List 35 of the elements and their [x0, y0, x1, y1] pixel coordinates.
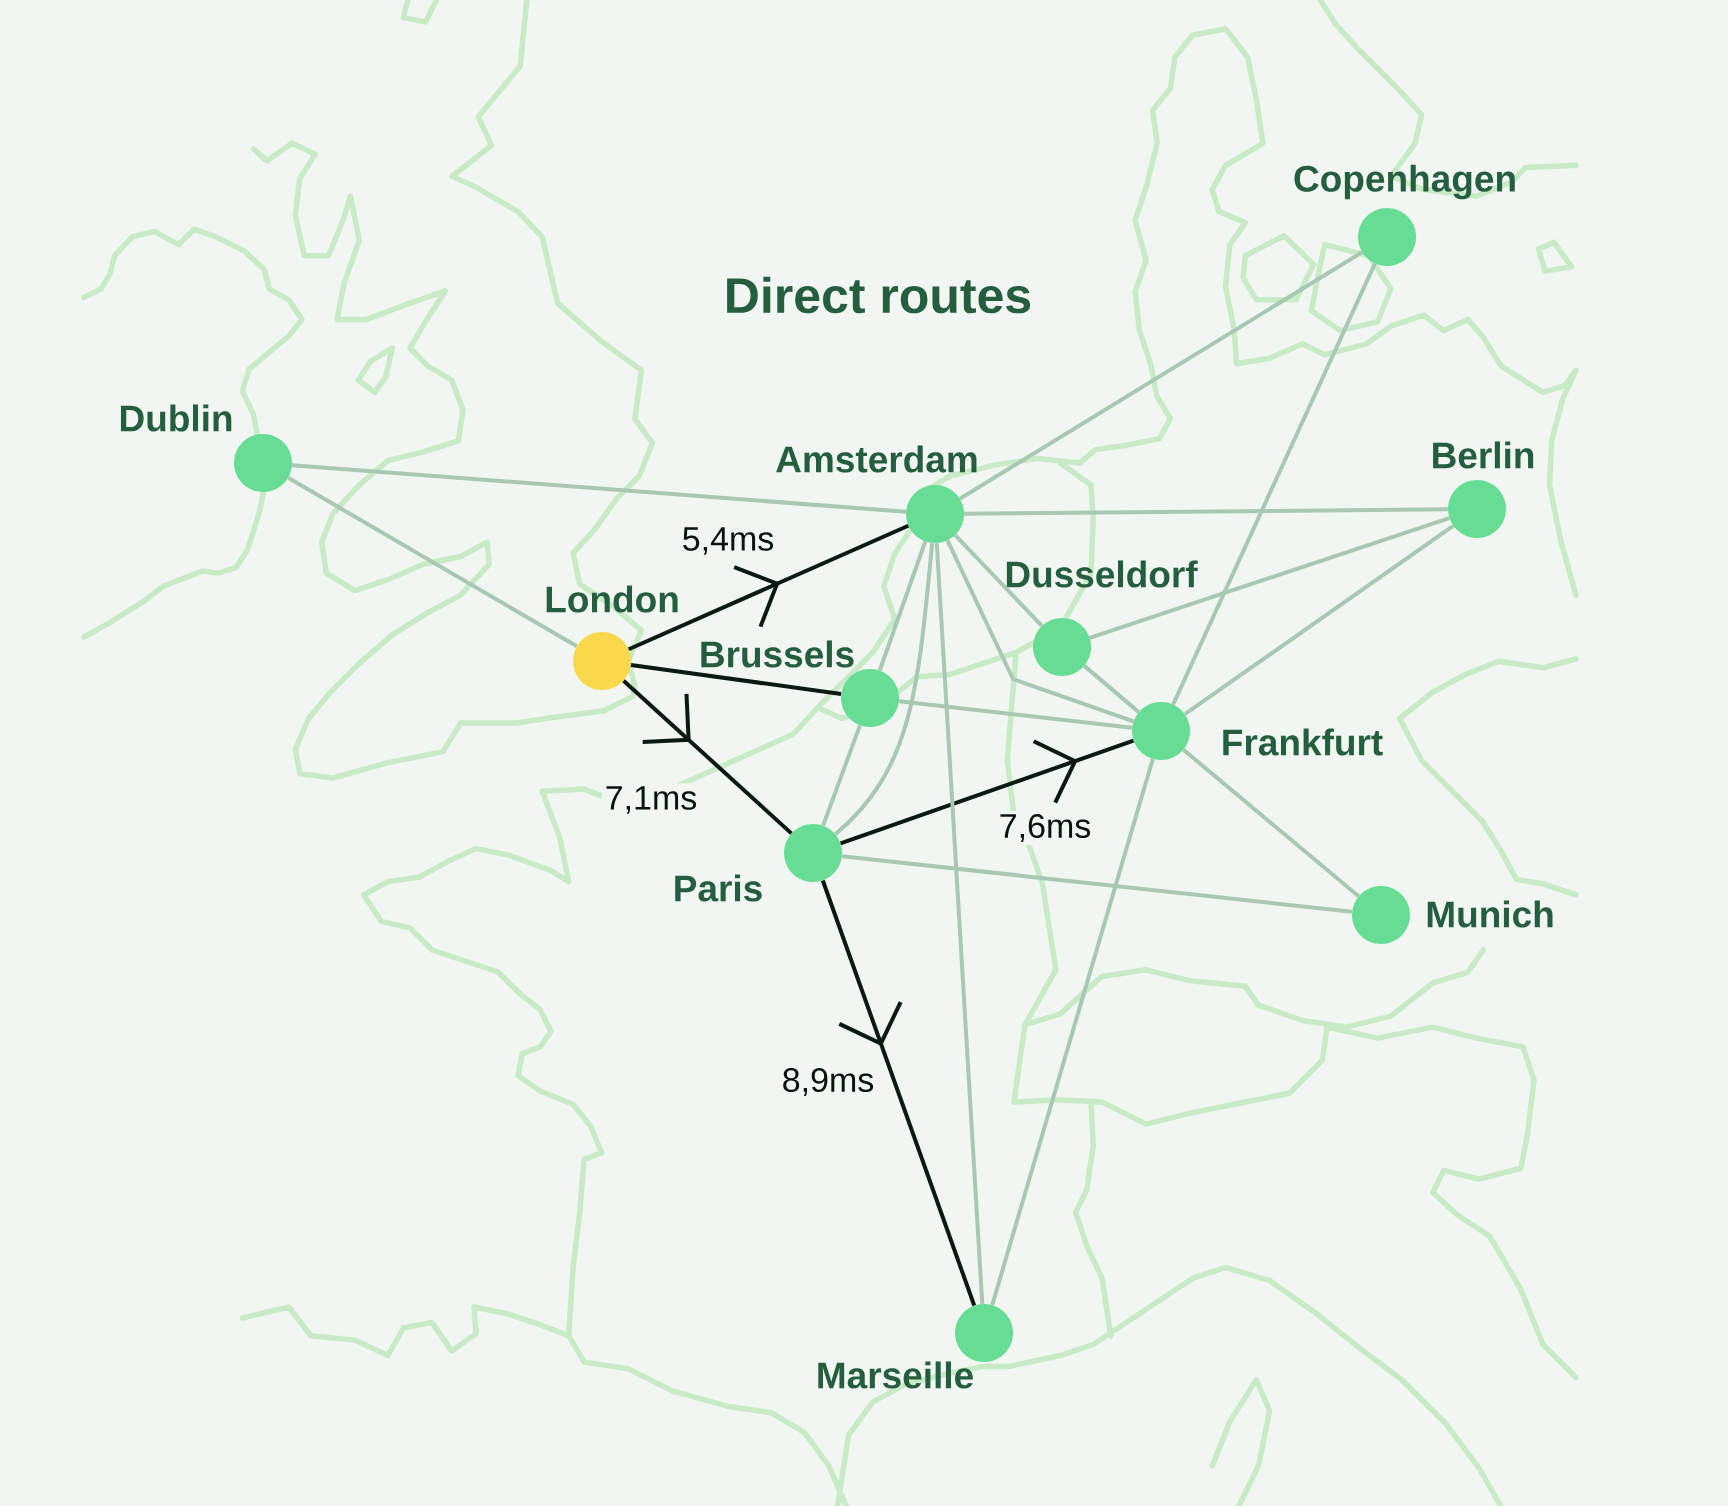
- route-line: [877, 540, 928, 672]
- route-line: [990, 758, 1155, 1306]
- title: Direct routes: [727, 276, 1031, 314]
- route-line: [934, 543, 985, 1304]
- city-label: London: [546, 585, 678, 613]
- city-label: Paris: [675, 874, 762, 902]
- city-label: Marseille: [818, 1361, 973, 1389]
- city-label: Frankfurt: [1223, 728, 1383, 756]
- edge-label: 5,4ms: [678, 524, 778, 558]
- route-line: [291, 463, 907, 514]
- route-line: [841, 854, 1353, 914]
- edge-label: 7,1ms: [601, 783, 701, 817]
- route-line: [958, 250, 1364, 501]
- city-label: Dusseldorf: [1006, 560, 1198, 588]
- route-line: [1183, 524, 1455, 716]
- edge-label: 8,9ms: [778, 1064, 878, 1100]
- route-line: [834, 542, 935, 836]
- route-line: [953, 533, 1044, 628]
- route-line: [821, 724, 862, 827]
- route-line: [898, 699, 1133, 730]
- route-line: [964, 507, 1448, 516]
- city-label: Dublin: [120, 404, 232, 432]
- city-label: Brussels: [701, 640, 854, 668]
- route-line: [945, 539, 1135, 724]
- route-line: [287, 476, 578, 648]
- route-line: [1171, 262, 1377, 706]
- route-line: [630, 663, 842, 696]
- edge-label: 7,6ms: [995, 810, 1095, 846]
- city-label: Amsterdam: [776, 445, 977, 473]
- route-line: [1182, 748, 1360, 898]
- route-line: [1083, 664, 1141, 714]
- route-line: [1089, 516, 1450, 640]
- city-label: Munich: [1427, 900, 1553, 928]
- city-label: Copenhagen: [1294, 164, 1515, 200]
- city-label: Berlin: [1433, 441, 1534, 469]
